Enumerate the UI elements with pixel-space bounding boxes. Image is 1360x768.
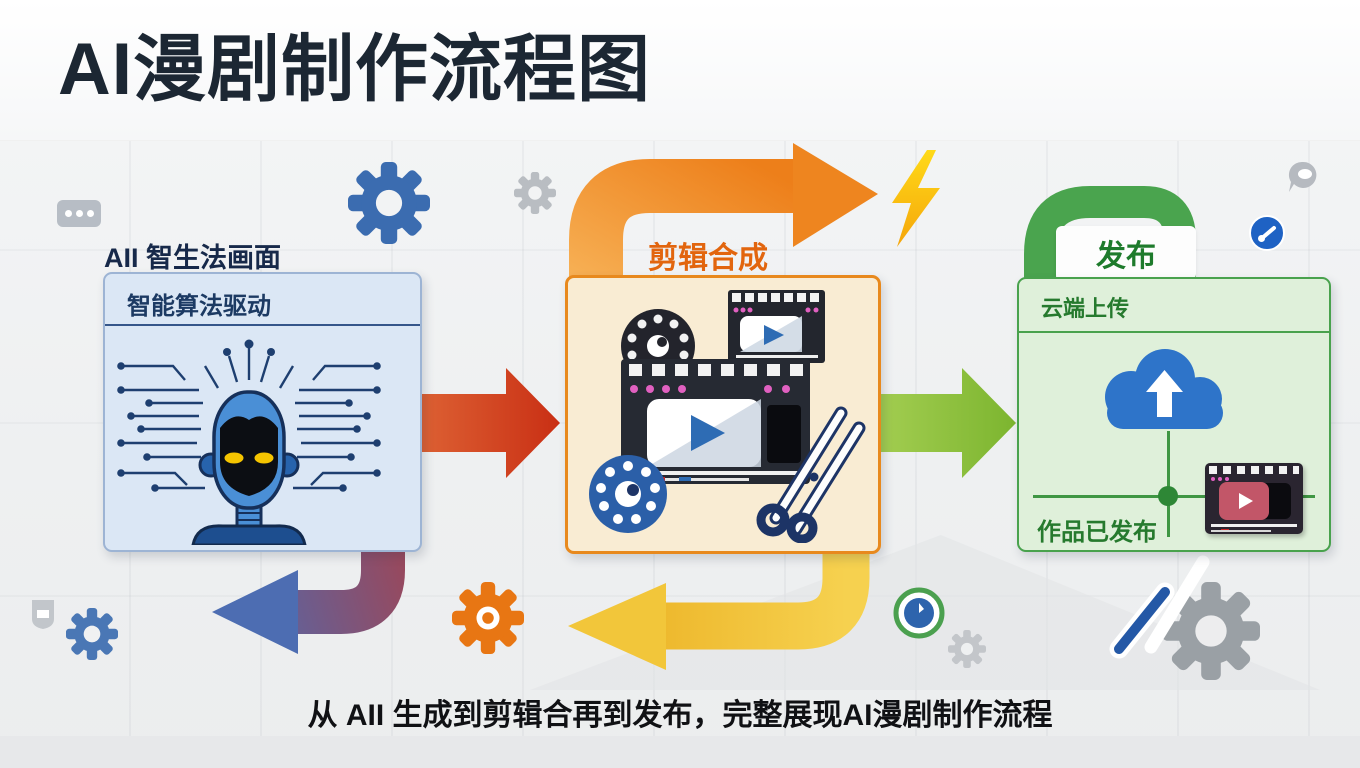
title-band bbox=[0, 0, 1360, 141]
scissors-icon bbox=[756, 406, 866, 543]
arrow-generate-to-edit bbox=[417, 368, 560, 478]
arrow-bottom-yellow bbox=[568, 545, 870, 670]
stage2-label: 剪辑合成 bbox=[648, 242, 768, 275]
film-reel-icon bbox=[589, 455, 667, 533]
film-editing-icon bbox=[589, 290, 866, 543]
stage3-divider bbox=[1019, 331, 1329, 333]
robot-antennas bbox=[203, 348, 295, 389]
arrow-bottom-purple-blue bbox=[212, 548, 405, 654]
pen-stroke-icon bbox=[1109, 555, 1210, 659]
ellipsis-badge-icon bbox=[57, 200, 101, 227]
filmstrip-small bbox=[728, 290, 825, 363]
filmstrip-player-icon bbox=[621, 359, 810, 484]
connector-line bbox=[1167, 431, 1170, 537]
speech-bubble-icon bbox=[1288, 161, 1317, 192]
cloud-upload-icon bbox=[1105, 349, 1223, 429]
stage3-status: 作品已发布 bbox=[1037, 519, 1157, 546]
stage3-label-panel: 发布 bbox=[1056, 226, 1196, 280]
stage3-label: 发布 bbox=[1096, 240, 1156, 273]
stage3-header: 云端上传 bbox=[1041, 296, 1130, 321]
gear-icon bbox=[452, 582, 524, 654]
arrow-edit-to-publish bbox=[874, 368, 1016, 478]
stage1-header: 智能算法驱动 bbox=[127, 293, 271, 320]
clock-icon bbox=[893, 587, 945, 639]
video-player-icon bbox=[1205, 463, 1303, 534]
page-title: AI漫剧制作流程图 bbox=[58, 29, 651, 110]
gear-icon bbox=[514, 172, 556, 214]
stage1-divider bbox=[105, 324, 420, 326]
robot-icon bbox=[117, 339, 382, 545]
arrow-top-orange bbox=[569, 143, 878, 300]
lightning-icon bbox=[892, 150, 940, 247]
gear-icon bbox=[66, 608, 118, 660]
publish-arch bbox=[1024, 186, 1196, 282]
gear-icon bbox=[348, 162, 430, 244]
stage2-box bbox=[565, 275, 881, 554]
stage1-label: AII 智生法画面 bbox=[104, 243, 282, 273]
arrow-badge-icon bbox=[1249, 215, 1285, 251]
stage1-box: 智能算法驱动 bbox=[103, 272, 422, 552]
stage3-box: 云端上传 作品已发布 bbox=[1017, 277, 1331, 552]
shield-icon bbox=[32, 600, 54, 629]
gear-icon bbox=[948, 630, 986, 668]
bottom-band bbox=[0, 736, 1360, 768]
bottom-caption: 从 AII 生成到剪辑合再到发布，完整展现AI漫剧制作流程 bbox=[307, 699, 1053, 732]
connector-node bbox=[1158, 486, 1178, 506]
